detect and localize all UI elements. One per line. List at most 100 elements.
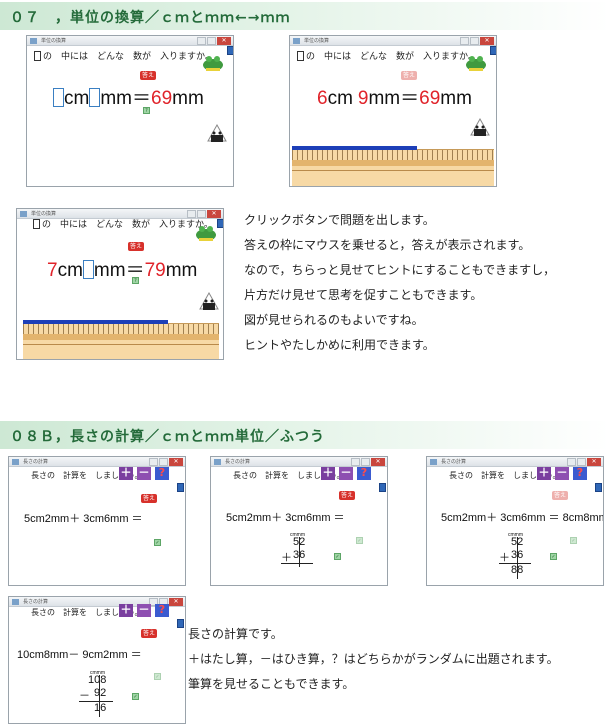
minus-button[interactable]: － (555, 466, 569, 480)
minimize-button[interactable] (149, 598, 158, 606)
section-07-title: ０７ ，単位の換算／ｃｍとｍｍ←→ｍｍ (10, 10, 291, 26)
description-line: 片方だけ見せて思考を促すこともできます。 (244, 288, 483, 302)
answer-box-mm[interactable] (89, 88, 101, 107)
minus-button[interactable]: － (339, 466, 353, 480)
plus-button[interactable]: ＋ (537, 466, 551, 480)
info-button[interactable] (379, 483, 386, 492)
minimize-button[interactable] (567, 458, 576, 466)
prompt: 長さの 計算を しましょう。 (31, 471, 143, 480)
section-07-header: ０７ ，単位の換算／ｃｍとｍｍ←→ｍｍ (0, 2, 610, 30)
length-bar (292, 146, 417, 150)
description-line: 長さの計算です。 (188, 627, 283, 641)
close-button[interactable]: ✕ (217, 37, 231, 45)
hissan-toggle[interactable]: ✓ (154, 673, 161, 680)
window-title: 単位の換算 (31, 211, 57, 217)
minimize-button[interactable] (197, 37, 206, 45)
answer-button[interactable]: 答え (552, 491, 568, 500)
hissan-button[interactable]: ✓ (132, 693, 139, 700)
close-button[interactable]: ✕ (480, 37, 494, 45)
window-titlebar: 長さの計算 ✕ (9, 457, 185, 467)
minimize-button[interactable] (351, 458, 360, 466)
maximize-button[interactable] (197, 210, 206, 218)
answer-button[interactable]: 答え (401, 71, 417, 80)
minus-button[interactable]: － (137, 603, 151, 617)
hissan-button[interactable]: ✓ (550, 553, 557, 560)
section-08b-title: ０８Ｂ，長さの計算／ｃｍとｍｍ単位／ふつう (10, 429, 325, 445)
answer-box-mm[interactable] (82, 260, 94, 279)
minus-button[interactable]: － (137, 466, 151, 480)
answer-button[interactable]: 答え (339, 491, 355, 500)
equation: 5cm2mm＋ 3cm6mm ＝ 8cm8mm (441, 512, 604, 524)
window-titlebar: 単位の換算 ✕ (27, 36, 233, 46)
prompt: の 中には どんな 数が 入りますか。 (34, 49, 214, 62)
description-line: クリックボタンで問題を出します。 (244, 213, 435, 227)
window-title: 長さの計算 (225, 459, 251, 465)
description-line: 筆算を見せることもできます。 (188, 677, 355, 691)
question-button[interactable]: ? (143, 107, 150, 114)
minimize-button[interactable] (149, 458, 158, 466)
calc-window-3: 長さの計算 ✕ 長さの 計算を しましょう。 ＋ － ? 答え 5cm2mm＋ … (426, 456, 604, 586)
prompt: 長さの 計算を しましょう。 (31, 608, 143, 617)
maximize-button[interactable] (577, 458, 586, 466)
section-08b-description: 長さの計算です。 ＋はたし算，－はひき算，？はどちらかがランダムに出題されます。… (188, 622, 559, 697)
close-button[interactable]: ✕ (587, 458, 601, 466)
description-line: ＋はたし算，－はひき算，？はどちらかがランダムに出題されます。 (188, 652, 559, 666)
window-titlebar: 長さの計算 ✕ (9, 597, 185, 607)
close-button[interactable]: ✕ (371, 458, 385, 466)
window-title: 単位の換算 (41, 38, 67, 44)
question-button[interactable]: ? (132, 277, 139, 284)
info-button[interactable] (490, 46, 496, 55)
description-line: 答えの枠にマウスを乗せると，答えが表示されます。 (244, 238, 531, 252)
close-button[interactable]: ✕ (207, 210, 221, 218)
answer-button[interactable]: 答え (140, 71, 156, 80)
minimize-button[interactable] (187, 210, 196, 218)
window-titlebar: 単位の換算 ✕ (17, 209, 223, 219)
answer-button[interactable]: 答え (128, 242, 144, 251)
hissan-button[interactable]: ✓ (334, 553, 341, 560)
description-line: なので，ちらっと見せてヒントにすることもできますし， (244, 263, 556, 277)
info-button[interactable] (177, 619, 184, 628)
hissan-button[interactable]: ✓ (154, 539, 161, 546)
window-titlebar: 単位の換算 ✕ (290, 36, 496, 46)
app-icon (293, 38, 300, 44)
window-titlebar: 長さの計算 ✕ (427, 457, 603, 467)
hissan: cmmm 52 ＋ 36 (281, 532, 321, 578)
app-icon (214, 459, 221, 465)
minimize-button[interactable] (460, 37, 469, 45)
calc-window-4: 長さの計算 ✕ 長さの 計算を しましょう。 ＋ － ? 答え 10cm8mm－… (8, 596, 186, 724)
plus-button[interactable]: ＋ (119, 466, 133, 480)
answer-box-cm[interactable] (53, 88, 64, 107)
description-line: 図が見せられるのもよいですね。 (244, 313, 424, 327)
plus-button[interactable]: ＋ (321, 466, 335, 480)
random-button[interactable]: ? (155, 604, 169, 617)
prompt: の 中には どんな 数が 入りますか。 (297, 49, 477, 62)
random-button[interactable]: ? (573, 467, 587, 480)
answer-button[interactable]: 答え (141, 629, 157, 638)
section-08b-header: ０８Ｂ，長さの計算／ｃｍとｍｍ単位／ふつう (0, 421, 610, 449)
close-button[interactable]: ✕ (169, 598, 183, 606)
close-button[interactable]: ✕ (169, 458, 183, 466)
info-button[interactable] (217, 219, 223, 228)
onigiri-icon (470, 117, 490, 138)
answer-button[interactable]: 答え (141, 494, 157, 503)
info-button[interactable] (227, 46, 233, 55)
plus-button[interactable]: ＋ (119, 603, 133, 617)
app-icon (12, 459, 19, 465)
maximize-button[interactable] (470, 37, 479, 45)
random-button[interactable]: ? (357, 467, 371, 480)
info-button[interactable] (177, 483, 184, 492)
window-title: 長さの計算 (23, 459, 49, 465)
maximize-button[interactable] (361, 458, 370, 466)
maximize-button[interactable] (159, 458, 168, 466)
maximize-button[interactable] (207, 37, 216, 45)
info-button[interactable] (595, 483, 602, 492)
random-button[interactable]: ? (155, 467, 169, 480)
frog-icon (465, 54, 487, 72)
hissan-toggle[interactable]: ✓ (356, 537, 363, 544)
hissan-toggle[interactable]: ✓ (570, 537, 577, 544)
description-line: ヒントやたしかめに利用できます。 (244, 338, 435, 352)
